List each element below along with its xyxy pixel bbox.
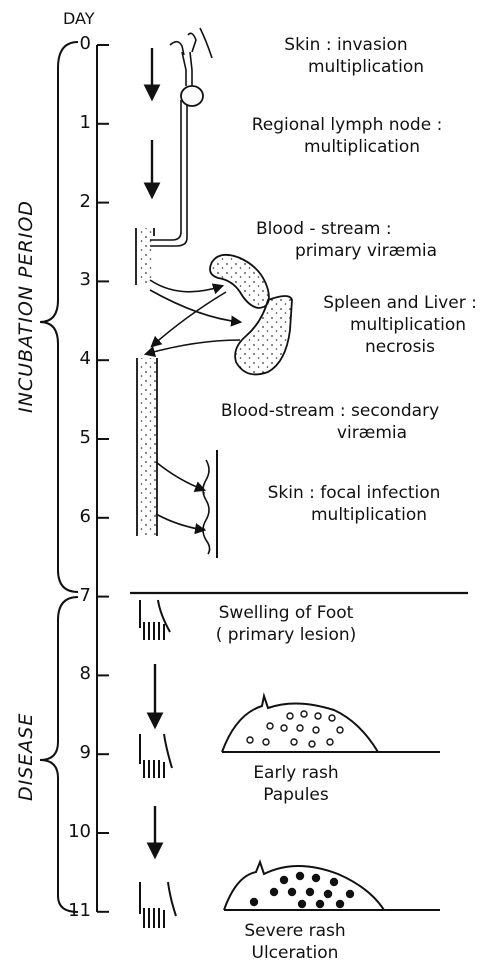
day-tick-label-9: 9 [51, 742, 91, 763]
primary-bloodstream [138, 228, 152, 284]
lymph-node-shape [181, 86, 203, 106]
stage-focal-line1: Skin : focal infection [236, 482, 472, 504]
stage-foot-swelling: Swelling of Foot ( primary lesion) [194, 602, 378, 646]
stage-foot-line2: ( primary lesion) [194, 624, 378, 646]
incubation-period-label: INCUBATION PERIOD [15, 233, 37, 413]
arrow-to-skin-2 [156, 514, 204, 530]
day-tick-label-2: 2 [51, 191, 91, 212]
arrow-from-spleen [152, 292, 226, 346]
day-tick-label-0: 0 [51, 33, 91, 54]
stage-severe-line2: Ulceration [230, 942, 360, 964]
day-tick-label-6: 6 [51, 506, 91, 527]
day-tick-label-10: 10 [51, 821, 91, 842]
stage-spleen-line1: Spleen and Liver : [300, 292, 500, 314]
stage-skin-invasion-line2: multiplication [228, 56, 464, 78]
disease-period-label: DISEASE [15, 721, 37, 801]
arrow-to-spleen [150, 280, 222, 292]
severe-rash-mound [224, 862, 440, 910]
arrow-to-liver [150, 290, 240, 322]
day-tick-label-5: 5 [51, 427, 91, 448]
arrow-from-liver [146, 340, 240, 354]
stage-early-line2: Papules [236, 784, 356, 806]
foot-early-rash-illustration [140, 734, 172, 778]
stage-focal-line2: multiplication [236, 504, 472, 526]
stage-primary-line1: Blood - stream : [238, 218, 464, 240]
skin-invasion-illustration [170, 28, 212, 86]
day-tick-label-8: 8 [51, 663, 91, 684]
stage-spleen-liver: Spleen and Liver : multiplication necros… [300, 292, 500, 358]
stage-spleen-line3: necrosis [300, 336, 500, 358]
lymphatic-vessel [150, 100, 187, 246]
stage-lymph-line1: Regional lymph node : [222, 114, 472, 136]
stage-secondary-viraemia: Blood-stream : secondary viræmia [180, 400, 480, 444]
stage-secondary-line1: Blood-stream : secondary [180, 400, 480, 422]
stage-early-line1: Early rash [236, 762, 356, 784]
stage-severe-rash: Severe rash Ulceration [230, 920, 360, 964]
stage-early-rash: Early rash Papules [236, 762, 356, 806]
stage-lymph-line2: multiplication [222, 136, 472, 158]
foot-swelling-illustration [140, 600, 170, 640]
stage-foot-line1: Swelling of Foot [194, 602, 378, 624]
day-tick-label-7: 7 [51, 585, 91, 606]
early-rash-mound [222, 696, 440, 752]
stage-skin-invasion: Skin : invasion multiplication [228, 34, 464, 78]
stage-skin-focal-infection: Skin : focal infection multiplication [236, 482, 472, 526]
stage-spleen-line2: multiplication [300, 314, 500, 336]
stage-primary-viraemia: Blood - stream : primary viræmia [238, 218, 464, 262]
day-tick-label-3: 3 [51, 269, 91, 290]
stage-regional-lymph-node: Regional lymph node : multiplication [222, 114, 472, 158]
foot-severe-rash-illustration [140, 882, 176, 928]
day-axis-title: DAY [63, 8, 95, 30]
arrow-to-skin-1 [156, 462, 204, 490]
spleen-shape [210, 255, 269, 308]
day-tick-label-11: 11 [51, 900, 91, 921]
secondary-bloodstream [139, 358, 156, 536]
day-tick-label-4: 4 [51, 348, 91, 369]
stage-skin-invasion-line1: Skin : invasion [228, 34, 464, 56]
stage-secondary-line2: viræmia [180, 422, 480, 444]
skin-layer-wavy [203, 460, 210, 554]
stage-severe-line1: Severe rash [230, 920, 360, 942]
stage-primary-line2: primary viræmia [238, 240, 464, 262]
day-tick-label-1: 1 [51, 112, 91, 133]
